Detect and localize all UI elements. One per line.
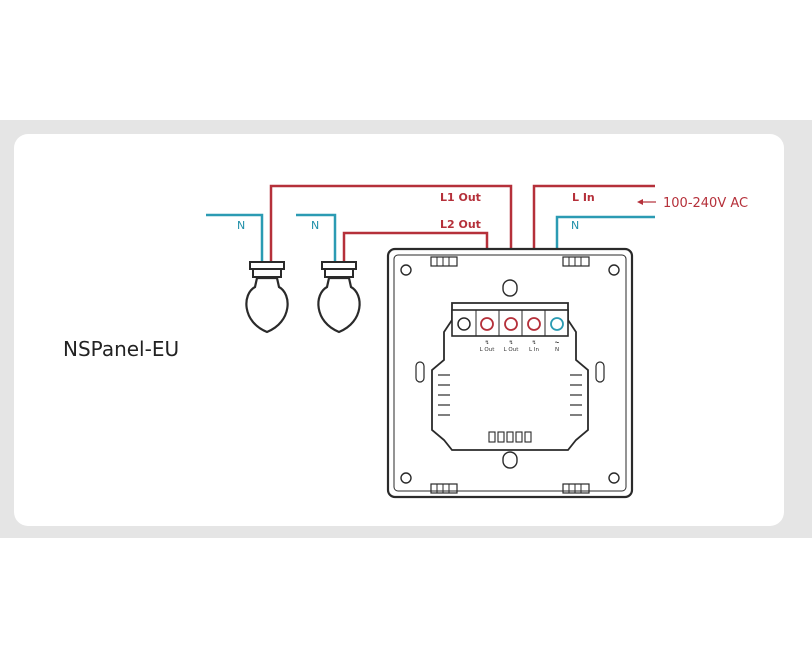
terminal-3-symbol: ↯ [532, 339, 537, 346]
supply-arrow-head [637, 199, 643, 205]
lamp-1 [245, 261, 289, 334]
terminal-screw-l-in [527, 317, 541, 331]
label-n-supply: N [571, 219, 579, 232]
product-title: NSPanel-EU [63, 337, 179, 361]
nspanel-back-housing [386, 247, 634, 499]
terminal-screw-l1-out [504, 317, 518, 331]
terminal-screw-l2-out [480, 317, 494, 331]
terminal-3-label: L In [529, 347, 539, 353]
terminal-screw-unused [457, 317, 471, 331]
supply-label: 100-240V AC [663, 196, 748, 211]
terminal-1-symbol: ↯ [485, 339, 490, 346]
terminal-screw-n [550, 317, 564, 331]
label-l-in: L In [572, 191, 595, 204]
terminal-2-symbol: ↯ [509, 339, 514, 346]
label-n-lamp2: N [311, 219, 319, 232]
terminal-4-symbol: ⏦ [555, 340, 560, 346]
lamp-2 [317, 261, 361, 334]
wire-n-lamp2 [296, 213, 337, 262]
label-l1-out: L1 Out [440, 191, 481, 204]
terminal-1-label: L Out [480, 347, 496, 353]
wire-n-lamp1 [206, 213, 264, 262]
label-n-lamp1: N [237, 219, 245, 232]
terminal-2-label: L Out [504, 347, 520, 353]
terminal-4-label: N [555, 347, 559, 353]
label-l2-out: L2 Out [440, 218, 481, 231]
